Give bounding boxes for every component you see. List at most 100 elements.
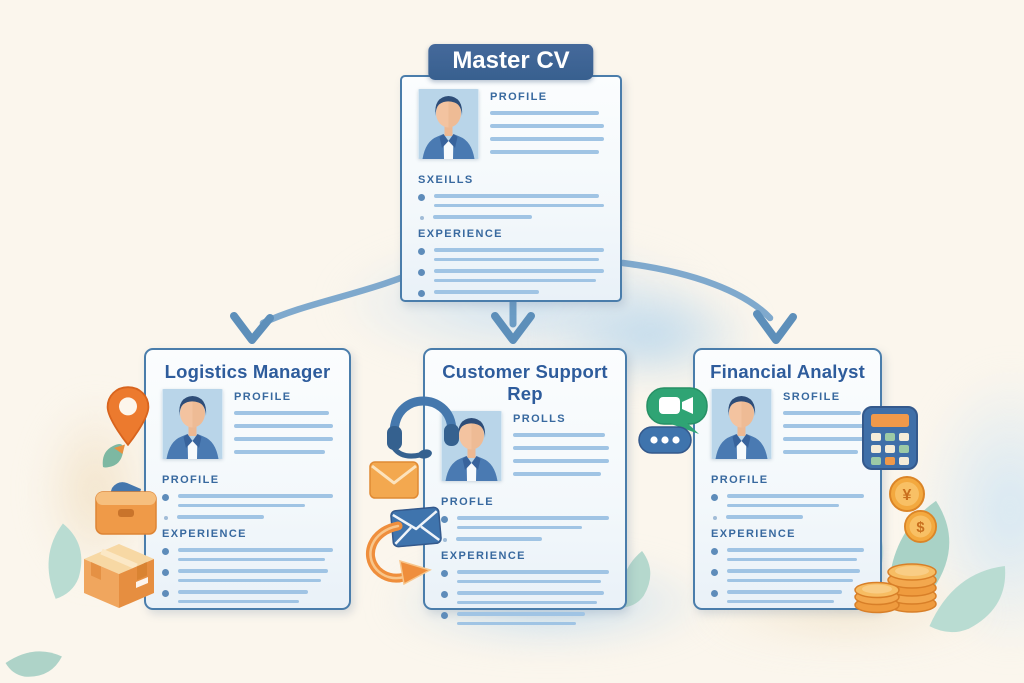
text-line bbox=[490, 111, 600, 115]
section-heading: PROFILE bbox=[162, 474, 220, 486]
text-line bbox=[727, 557, 858, 561]
text-line bbox=[434, 203, 604, 207]
text-line bbox=[457, 516, 609, 520]
text-line bbox=[457, 579, 602, 583]
master-cv-banner: Master CV bbox=[428, 44, 594, 80]
text-line bbox=[490, 124, 604, 128]
section-heading: PROFILE bbox=[234, 391, 292, 403]
section-heading: EXPERIENCE bbox=[441, 550, 526, 562]
financial-analyst-cv-card: Financial Analyst SROFILE PROFILE bbox=[693, 348, 882, 610]
text-line bbox=[434, 269, 604, 273]
text-line bbox=[234, 450, 326, 454]
location-pin-icon bbox=[104, 386, 152, 446]
cv-title: Financial Analyst bbox=[710, 361, 865, 382]
headset-icon bbox=[384, 396, 462, 460]
bullet bbox=[441, 570, 448, 577]
yen-symbol: ¥ bbox=[903, 487, 912, 504]
text-line bbox=[178, 548, 333, 552]
bullet bbox=[162, 590, 169, 597]
bullet bbox=[418, 290, 425, 297]
text-line bbox=[513, 472, 602, 476]
text-line bbox=[783, 411, 861, 415]
briefcase-icon bbox=[94, 478, 158, 536]
text-line bbox=[178, 503, 306, 507]
leaf-decoration bbox=[0, 622, 77, 683]
profile-photo bbox=[711, 389, 772, 459]
text-line bbox=[234, 424, 333, 428]
text-line bbox=[457, 525, 582, 529]
text-line bbox=[433, 215, 533, 219]
coin-stacks-icon bbox=[884, 552, 940, 614]
text-line bbox=[783, 450, 858, 454]
calculator-icon bbox=[862, 406, 918, 470]
bullet bbox=[418, 269, 425, 276]
cv-title: Logistics Manager bbox=[164, 361, 331, 382]
bullet bbox=[420, 216, 424, 220]
text-line bbox=[727, 494, 864, 498]
text-line bbox=[178, 590, 309, 594]
section-heading: SXEILLS bbox=[418, 174, 474, 186]
section-heading: EXPERIENCE bbox=[162, 528, 247, 540]
text-line bbox=[727, 590, 843, 594]
text-line bbox=[178, 494, 333, 498]
bullet bbox=[441, 591, 448, 598]
text-line bbox=[727, 548, 864, 552]
dollar-symbol: $ bbox=[916, 520, 924, 536]
text-line bbox=[727, 578, 854, 582]
section-heading: PROFILE bbox=[711, 474, 769, 486]
text-line bbox=[726, 515, 804, 519]
master-cv-card: Master CV PROFILE SXEILLS bbox=[400, 44, 622, 302]
text-line bbox=[234, 411, 330, 415]
text-line bbox=[727, 599, 834, 603]
bullet bbox=[418, 194, 425, 201]
section-heading: SROFILE bbox=[783, 391, 841, 403]
envelope-orange-icon bbox=[369, 461, 419, 499]
package-box-icon bbox=[80, 542, 158, 610]
text-line bbox=[177, 515, 265, 519]
yen-coin-icon: ¥ bbox=[889, 476, 925, 512]
dollar-coin-icon: $ bbox=[904, 510, 937, 543]
bullet bbox=[441, 516, 448, 523]
arrow-to-financial-analyst bbox=[619, 259, 797, 344]
bullet bbox=[164, 516, 168, 520]
text-line bbox=[783, 424, 864, 428]
reply-arrow-icon bbox=[362, 520, 434, 586]
video-chat-bubble-icon bbox=[646, 386, 710, 436]
text-line bbox=[490, 137, 604, 141]
text-line bbox=[434, 257, 599, 261]
text-line bbox=[434, 290, 540, 294]
text-line bbox=[234, 437, 333, 441]
bullet bbox=[418, 248, 425, 255]
envelope-blue-icon bbox=[389, 506, 442, 548]
text-line bbox=[178, 557, 326, 561]
bullet bbox=[711, 590, 718, 597]
text-line bbox=[434, 278, 596, 282]
text-line bbox=[457, 570, 609, 574]
text-line bbox=[456, 537, 542, 541]
customer-support-cv-card: Customer Support Rep PROLLS PROFLE bbox=[423, 348, 627, 625]
bullet bbox=[711, 548, 718, 555]
text-line bbox=[783, 437, 864, 441]
text-line bbox=[457, 591, 605, 595]
section-heading: EXPERIENCE bbox=[418, 228, 503, 240]
text-line bbox=[727, 503, 840, 507]
text-line bbox=[513, 433, 606, 437]
text-line bbox=[457, 612, 585, 616]
typing-dots-bubble-icon bbox=[638, 426, 692, 456]
bullet bbox=[443, 538, 447, 542]
bullet bbox=[162, 548, 169, 555]
profile-photo bbox=[418, 89, 479, 159]
text-line bbox=[178, 599, 299, 603]
profile-photo bbox=[162, 389, 223, 459]
bullet bbox=[162, 494, 169, 501]
text-line bbox=[513, 459, 609, 463]
leaf-sprout-icon bbox=[100, 442, 130, 470]
coin-stack-small-icon bbox=[852, 580, 902, 614]
text-line bbox=[434, 248, 604, 252]
bullet bbox=[441, 612, 448, 619]
bullet bbox=[713, 516, 717, 520]
text-line bbox=[727, 569, 860, 573]
logistics-manager-cv-card: Logistics Manager PROFILE PROFILE bbox=[144, 348, 351, 610]
text-line bbox=[457, 600, 597, 604]
